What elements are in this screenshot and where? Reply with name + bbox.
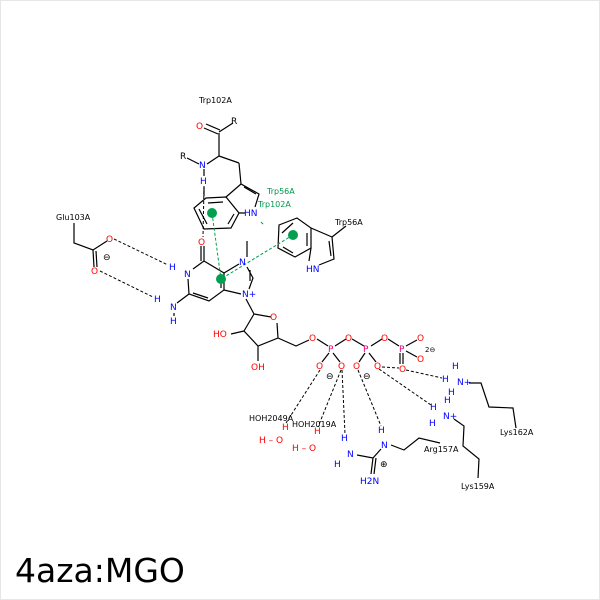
atom-o: O bbox=[417, 355, 424, 365]
atom-r: R bbox=[180, 152, 186, 162]
atom-o: O bbox=[374, 362, 381, 372]
atom-h: H bbox=[341, 434, 348, 444]
pi-centroid-trp102 bbox=[207, 208, 217, 218]
pi-centroid-mgo bbox=[216, 274, 226, 284]
atom-n: N bbox=[199, 161, 206, 171]
pi-centroid-trp56 bbox=[288, 230, 298, 240]
trp56-residue bbox=[277, 217, 347, 266]
atom-o: O bbox=[417, 334, 424, 344]
label-arg157: Arg157A bbox=[424, 445, 459, 454]
charge-minus: ⊖ bbox=[326, 372, 334, 382]
atom-o: O bbox=[91, 267, 98, 277]
atom-h: H bbox=[429, 419, 436, 429]
label-lys162: Lys162A bbox=[500, 428, 534, 437]
atom-o: O bbox=[381, 334, 388, 344]
atom-h: H bbox=[170, 317, 177, 327]
atom-p: P bbox=[363, 345, 369, 355]
atom-r: R bbox=[231, 117, 237, 127]
atom-h: H bbox=[169, 263, 176, 273]
charge-minus: ⊖ bbox=[103, 253, 111, 263]
atom-n: N bbox=[170, 303, 177, 313]
atom-h: H bbox=[452, 362, 459, 372]
atom-h: H bbox=[200, 177, 207, 187]
atom-n-plus: N+ bbox=[457, 378, 471, 388]
atom-p: P bbox=[328, 345, 334, 355]
atom-o: O bbox=[270, 313, 277, 323]
atom-o: O bbox=[316, 362, 323, 372]
atom-o: O bbox=[399, 365, 406, 375]
atom-n: N bbox=[381, 441, 388, 451]
pi-stacking bbox=[207, 208, 298, 284]
atom-hn: HN bbox=[244, 209, 258, 219]
label-glu103: Glu103A bbox=[56, 213, 91, 222]
label-hoh2049: HOH2049A bbox=[249, 414, 294, 423]
hydrogen-bonds bbox=[99, 185, 443, 435]
label-trp56: Trp56A bbox=[334, 218, 363, 227]
atom-o: O bbox=[338, 362, 345, 372]
atom-h: H bbox=[314, 427, 321, 437]
side-chains bbox=[203, 169, 517, 479]
atom-h: H bbox=[448, 388, 455, 398]
atom-h: H bbox=[444, 396, 451, 406]
atom-o: O bbox=[345, 334, 352, 344]
atom-hn: HN bbox=[306, 265, 320, 275]
page-title: 4aza:MGO bbox=[15, 551, 185, 590]
atom-n-plus: N+ bbox=[242, 290, 256, 300]
atom-n: N bbox=[347, 450, 354, 460]
charge-2minus: 2⊖ bbox=[425, 346, 435, 354]
atom-o: O bbox=[196, 122, 203, 132]
atom-h: H bbox=[154, 295, 161, 305]
atom-o: O bbox=[353, 362, 360, 372]
atom-o: O bbox=[198, 238, 205, 248]
atom-h2n: H2N bbox=[360, 477, 379, 487]
label-lys159: Lys159A bbox=[461, 482, 495, 491]
pi-label-trp56: Trp56A bbox=[266, 187, 295, 196]
trp102-residue bbox=[186, 122, 260, 230]
atom-o: O bbox=[106, 235, 113, 245]
atom-n: N bbox=[184, 270, 191, 280]
label-trp102: Trp102A bbox=[198, 96, 232, 105]
atom-o: O bbox=[309, 334, 316, 344]
atom-h: H bbox=[430, 403, 437, 413]
atom-p: P bbox=[399, 345, 405, 355]
atom-n-plus: N+ bbox=[443, 412, 457, 422]
atom-n: N bbox=[239, 258, 246, 268]
water-h-o: H – O bbox=[259, 436, 283, 446]
atom-h: H bbox=[442, 375, 449, 385]
atom-labels: O R R N H HN HN O N H N N+ N H H O O ⊖ O… bbox=[91, 117, 471, 487]
atom-ho: HO bbox=[213, 330, 227, 340]
charge-minus: ⊖ bbox=[363, 372, 371, 382]
atom-h: H bbox=[378, 426, 385, 436]
atom-h: H bbox=[282, 423, 289, 433]
label-hoh2019: HOH2019A bbox=[292, 420, 337, 429]
mgo-ligand bbox=[73, 223, 418, 364]
atom-h: H bbox=[334, 460, 341, 470]
atom-oh: OH bbox=[251, 363, 265, 373]
charge-plus: ⊕ bbox=[380, 460, 388, 470]
water-h-o: H – O bbox=[292, 444, 316, 454]
pi-label-trp102: Trp102A bbox=[257, 200, 291, 209]
